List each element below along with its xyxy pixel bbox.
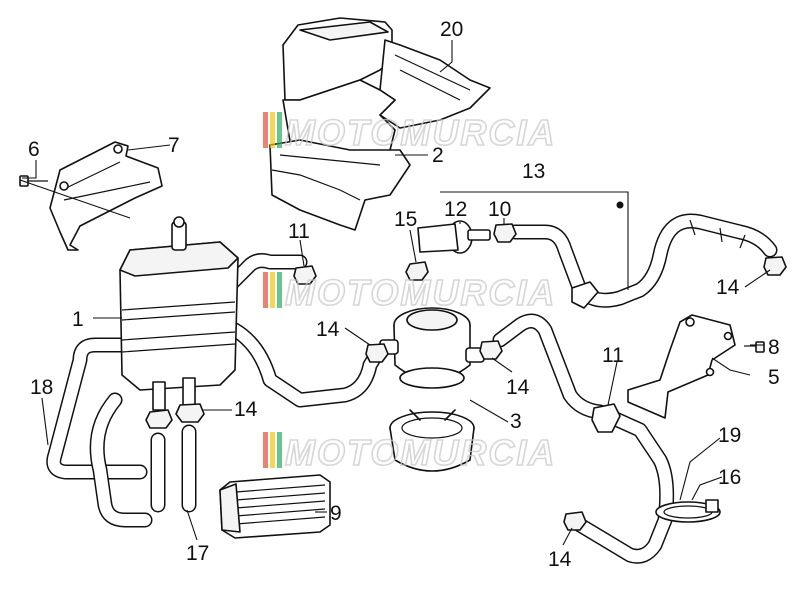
callout-3: 3 [510, 410, 522, 433]
callout-9: 9 [330, 502, 342, 525]
hose-network [46, 213, 778, 564]
watermark-middle: MOTOMURCIA [263, 271, 556, 314]
callout-14-canister: 14 [234, 398, 258, 421]
part-3-fuel-filter [379, 307, 485, 389]
callout-19: 19 [718, 424, 741, 447]
callout-15: 15 [394, 208, 417, 231]
callout-14-bottom: 14 [548, 548, 572, 571]
part-5-mounting-plate [627, 314, 736, 419]
callout-18: 18 [30, 376, 53, 399]
callout-7: 7 [168, 134, 180, 157]
leader-lines [19, 40, 771, 546]
clamp-10 [493, 223, 517, 243]
callout-12: 12 [444, 198, 467, 221]
callout-5: 5 [768, 366, 780, 389]
clamp-11-upper [293, 265, 317, 285]
clamp-14-bottom [563, 511, 587, 531]
part-12-connector [417, 220, 491, 254]
callout-14-filter-right: 14 [506, 376, 530, 399]
part-8-screw [744, 341, 765, 353]
callout-10: 10 [488, 198, 511, 221]
clamp-14-filter-left [365, 343, 389, 363]
callout-14-upper-right: 14 [716, 276, 740, 299]
watermark-upper: MOTOMURCIA [263, 111, 556, 154]
part-7-bracket [49, 141, 163, 251]
callout-2: 2 [432, 144, 444, 167]
clamp-15 [405, 261, 429, 281]
callout-16: 16 [718, 466, 741, 489]
clamp-11-lower [591, 403, 621, 433]
part-2-lower-cover [269, 139, 411, 231]
watermark-text-upper: MOTOMURCIA [285, 112, 556, 153]
part-16-strap [655, 499, 721, 523]
callout-13: 13 [522, 160, 545, 183]
clamp-13-hose [571, 281, 599, 309]
part-1-canister [119, 216, 239, 411]
clamp-14-filter-right [479, 340, 503, 360]
callout-17: 17 [186, 542, 209, 565]
callout-11-upper: 11 [288, 220, 310, 243]
part-9-clip [219, 474, 331, 539]
clamp-nuts-14-lower [145, 403, 205, 429]
watermark-text-lower: MOTOMURCIA [285, 432, 556, 473]
part-3-base-ring [389, 409, 475, 472]
callout-14-filter-left: 14 [316, 318, 340, 341]
callout-20: 20 [440, 18, 463, 41]
callout-1: 1 [72, 308, 84, 331]
callout-6: 6 [28, 138, 40, 161]
watermark-lower: MOTOMURCIA [263, 431, 556, 474]
callout-8: 8 [768, 336, 780, 359]
watermark-text-middle: MOTOMURCIA [285, 272, 556, 313]
callout-labels: 20 2 7 6 13 11 15 12 10 14 1 14 8 5 11 1… [28, 18, 780, 571]
callout-11-lower: 11 [602, 344, 624, 367]
